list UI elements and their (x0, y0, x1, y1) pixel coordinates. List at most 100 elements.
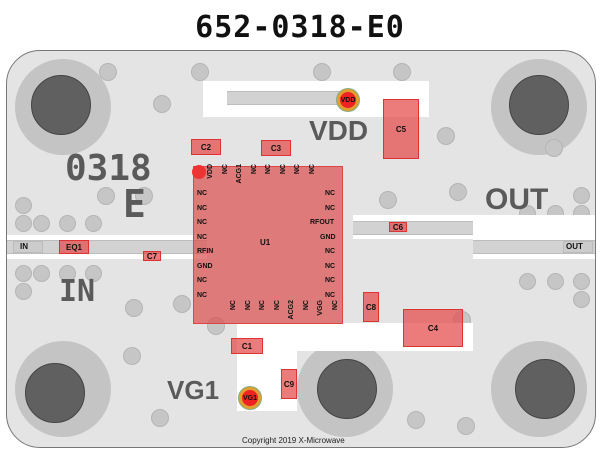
component-c7[interactable]: C7 (143, 251, 161, 261)
silk-in-label: IN (59, 274, 96, 309)
test-point-vg1[interactable]: VG1 (239, 387, 261, 409)
silk-vdd-label: VDD (309, 115, 369, 146)
via (15, 197, 32, 214)
component-c2[interactable]: C2 (191, 139, 221, 155)
via (379, 191, 397, 209)
ic-pin-left-nc: NC (197, 233, 208, 241)
via (173, 295, 191, 313)
via (407, 411, 425, 429)
board-title: 652-0318-E0 (195, 10, 405, 45)
ic-pin-top-nc: NC (308, 164, 316, 175)
ic-pin-right-nc: NC (325, 277, 336, 284)
ic-pin-left-gnd: GND (197, 262, 213, 270)
ic-pin-left-nc: NC (197, 291, 208, 299)
via (135, 187, 153, 205)
mounting-hole-tl (31, 75, 91, 135)
ic-pin-left-rfin: RFIN (197, 248, 214, 255)
ic-pin-top-nc: NC (221, 164, 229, 175)
via (59, 215, 76, 232)
ic-pin-right-nc: NC (325, 204, 336, 212)
port-out-pad[interactable]: OUT (563, 241, 593, 253)
ic-u1-label: U1 (260, 238, 271, 247)
mounting-hole-bl (25, 363, 85, 423)
via (313, 63, 331, 81)
ic-pin-top-nc: NC (279, 164, 287, 175)
ic-pin-bottom-nc: NC (331, 300, 339, 311)
silk-out-label: OUT (485, 183, 549, 216)
ic-pin-right-nc: NC (325, 291, 336, 299)
component-c3[interactable]: C3 (261, 140, 291, 156)
via (123, 347, 141, 365)
via (15, 265, 32, 282)
ic-pin-bottom-vgg: VGG (317, 300, 324, 316)
ic-pin-bottom-nc: NC (230, 300, 237, 311)
component-c4[interactable]: C4 (403, 309, 463, 347)
ic-pin-bottom-nc: NC (273, 300, 281, 311)
ic-pin-left-nc: NC (197, 204, 208, 212)
via (15, 283, 32, 300)
mounting-hole-bc (317, 359, 377, 419)
vdd-trace (227, 91, 351, 105)
via (33, 265, 50, 282)
via (573, 273, 590, 290)
via (33, 215, 50, 232)
via (99, 63, 117, 81)
ic-pin-left-nc: NC (197, 190, 208, 197)
via (573, 187, 590, 204)
component-eq1[interactable]: EQ1 (59, 240, 89, 254)
port-in-label: IN (20, 242, 28, 251)
mounting-hole-br (515, 359, 575, 419)
component-c6[interactable]: C6 (389, 222, 407, 232)
port-in-pad[interactable]: IN (13, 241, 43, 253)
silk-part-number: 0318 (65, 148, 152, 189)
ic-pin-top-nc: NC (294, 164, 301, 175)
ic-pin-top-acg1: ACG1 (236, 164, 243, 184)
via (545, 139, 563, 157)
mounting-hole-tr (509, 75, 569, 135)
via (519, 273, 536, 290)
ic-pin-bottom-acg2: ACG2 (288, 300, 295, 320)
via (449, 183, 467, 201)
ic-pin-right-nc: NC (325, 190, 336, 197)
via (547, 273, 564, 290)
via (125, 299, 143, 317)
copyright-text: Copyright 2019 X-Microwave (242, 436, 345, 445)
silk-vg1-label: VG1 (167, 375, 220, 405)
ic-pin-bottom-nc: NC (244, 300, 252, 311)
via (85, 265, 102, 282)
via (59, 265, 76, 282)
ic-pin-bottom-nc: NC (302, 300, 310, 311)
ic-pin-top-nc: NC (265, 164, 272, 175)
component-c5[interactable]: C5 (383, 99, 419, 159)
via (97, 187, 115, 205)
via (437, 127, 455, 145)
via (393, 63, 411, 81)
test-point-vdd[interactable]: VDD (337, 89, 359, 111)
ic-pin-left-nc: NC (197, 277, 208, 284)
ic-pin-left-nc: NC (197, 219, 208, 226)
silk-revision: E (123, 182, 146, 226)
via (15, 215, 32, 232)
ic-pin-right-rfout: RFOUT (310, 219, 335, 226)
component-c8[interactable]: C8 (363, 292, 379, 322)
ic-u1[interactable]: U1 (192, 165, 343, 324)
pin1-marker (192, 165, 206, 179)
via (573, 291, 590, 308)
ic-pin-right-gnd: GND (320, 233, 336, 241)
via (457, 417, 475, 435)
rf-in-trace (7, 240, 207, 254)
ic-pin-top-vdd: VDD (207, 164, 214, 179)
ic-pin-right-nc: NC (325, 248, 336, 255)
via (151, 409, 169, 427)
via (85, 215, 102, 232)
component-c9[interactable]: C9 (281, 369, 297, 399)
port-out-label: OUT (566, 242, 583, 251)
via (153, 95, 171, 113)
ic-pin-top-nc: NC (250, 164, 258, 175)
component-c1[interactable]: C1 (231, 338, 263, 354)
rf-out-trace (353, 221, 473, 235)
ic-pin-bottom-nc: NC (259, 300, 266, 311)
ic-pin-right-nc: NC (325, 262, 336, 270)
pcb-board: 0318 E IN OUT VDD VG1 IN OUT EQ1 C7 C6 C… (6, 50, 596, 448)
via (191, 63, 209, 81)
